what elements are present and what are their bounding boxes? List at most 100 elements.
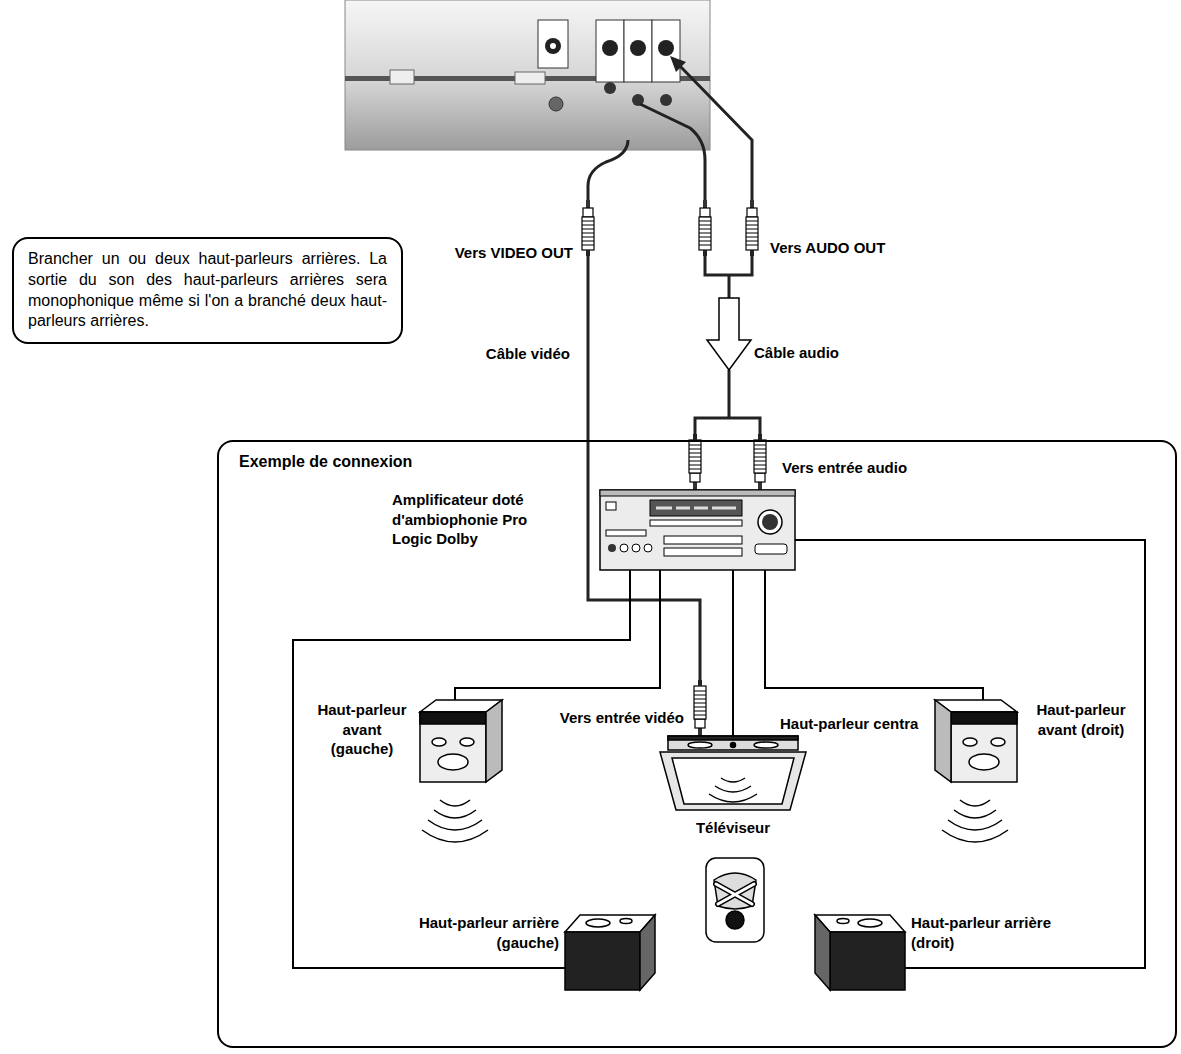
player-back-panel [602, 40, 618, 56]
player-back-panel [545, 38, 561, 54]
cable-end-label: Vers VIDEO OUT [453, 243, 575, 263]
center-speaker-drawing [668, 736, 798, 750]
front-right-speaker-drawing [935, 700, 1017, 782]
amplifier-drawing [650, 520, 742, 526]
amplifier-drawing [762, 514, 778, 530]
cable-end-label: Vers AUDO OUT [768, 238, 887, 258]
rear-right-speaker: Haut-parleur arrière (droit) [815, 915, 905, 995]
speaker-label: Haut-parleur avant (droit) [1031, 700, 1131, 739]
rca-plug [746, 200, 758, 256]
speaker-label: Haut-parleur centra [780, 714, 950, 734]
audio-cable [695, 370, 760, 434]
television: Téléviseur [660, 752, 806, 810]
sound-waves [942, 800, 1008, 842]
cable-label: Câble vidéo [484, 344, 572, 364]
player-back-panel [345, 0, 710, 150]
audio-cable [640, 64, 760, 434]
front-right-speaker-drawing [935, 700, 951, 782]
rear-right-speaker-drawing [858, 919, 882, 927]
rca-plug [754, 434, 766, 490]
listener-figure [706, 858, 764, 942]
front-left-speaker-drawing [460, 738, 474, 746]
amplifier-drawing [608, 544, 616, 552]
rca-plug [582, 200, 766, 736]
rear-left-speaker-drawing [620, 919, 632, 924]
rca-plug [689, 434, 701, 490]
front-left-speaker-drawing [486, 700, 502, 782]
amplifier-drawing [755, 544, 787, 554]
front-left-speaker-drawing [420, 712, 486, 724]
frame-heading: Exemple de connexion [239, 452, 412, 473]
speaker-wire [765, 570, 983, 700]
speaker-label: Haut-parleur arrière (droit) [911, 913, 1081, 952]
rear-left-speaker-drawing [565, 932, 640, 990]
player-back-panel [630, 40, 646, 56]
front-right-speaker-drawing [991, 738, 1005, 746]
player-back-panel [538, 20, 568, 68]
speaker-wire [732, 570, 734, 736]
amplifier-drawing [758, 510, 782, 534]
amplifier-drawing [606, 530, 646, 536]
rear-right-speaker-drawing [830, 932, 905, 990]
television-label: Téléviseur [660, 818, 806, 838]
amplifier-drawing [606, 502, 616, 510]
audio-cable [640, 104, 705, 200]
center-speaker-drawing [668, 736, 798, 740]
sound-waves [422, 800, 488, 842]
amplifier-drawing [620, 544, 628, 552]
player-back-panel [549, 97, 563, 111]
rear-left-speaker-drawing [640, 915, 655, 990]
front-right-speaker-drawing [963, 738, 977, 746]
amplifier-drawing [656, 507, 736, 510]
listener-figure [726, 911, 744, 929]
amplifier-drawing [632, 544, 640, 552]
rca-plug [694, 680, 706, 736]
video-cable [588, 256, 700, 680]
television-drawing [660, 752, 806, 810]
front-left-speaker-drawing [420, 700, 502, 782]
audio-cable [705, 256, 752, 298]
player-back-panel [658, 40, 674, 56]
audio-cable [678, 64, 752, 200]
center-speaker-drawing [688, 742, 712, 748]
listener-figure [714, 873, 756, 909]
television-drawing [709, 778, 757, 802]
video-cable [588, 140, 628, 200]
speaker-label: Haut-parleur arrière (gauche) [389, 913, 559, 952]
hollow-arrow [707, 298, 751, 370]
front-right-speaker-drawing [969, 754, 999, 770]
speaker-wire [293, 570, 630, 968]
rca-plug [582, 200, 594, 256]
front-right-speaker: Haut-parleur avant (droit) [935, 700, 1025, 790]
player-back-panel [652, 20, 680, 82]
amplifier-drawing [600, 490, 795, 570]
front-left-speaker-drawing [432, 738, 446, 746]
player-back-panel [604, 82, 616, 94]
amplifier-drawing [600, 490, 795, 496]
amplifier: Amplificateur doté d'ambiophonie Pro Log… [600, 490, 795, 570]
rear-right-speaker-drawing [815, 915, 905, 990]
video-cable [588, 140, 700, 680]
center-speaker-drawing [731, 743, 736, 748]
rear-right-speaker-drawing [837, 919, 849, 924]
amplifier-drawing [650, 500, 742, 516]
front-right-speaker-drawing [951, 712, 1017, 782]
television-drawing [660, 752, 806, 810]
amplifier-drawing [644, 544, 652, 552]
player-back-panel [596, 20, 624, 82]
front-left-speaker: Haut-parleur avant (gauche) [418, 700, 502, 790]
speaker-label: Haut-parleur avant (gauche) [312, 700, 412, 759]
player-back-panel [550, 43, 556, 49]
listener-figure [706, 858, 764, 942]
cable-label: Câble audio [752, 343, 841, 363]
player-back-panel [345, 0, 710, 150]
rear-left-speaker: Haut-parleur arrière (gauche) [565, 915, 655, 995]
player-back-panel [515, 72, 545, 84]
rear-right-speaker-drawing [815, 915, 830, 990]
player-back-panel [660, 94, 672, 106]
amplifier-label: Amplificateur doté d'ambiophonie Pro Log… [392, 490, 562, 549]
